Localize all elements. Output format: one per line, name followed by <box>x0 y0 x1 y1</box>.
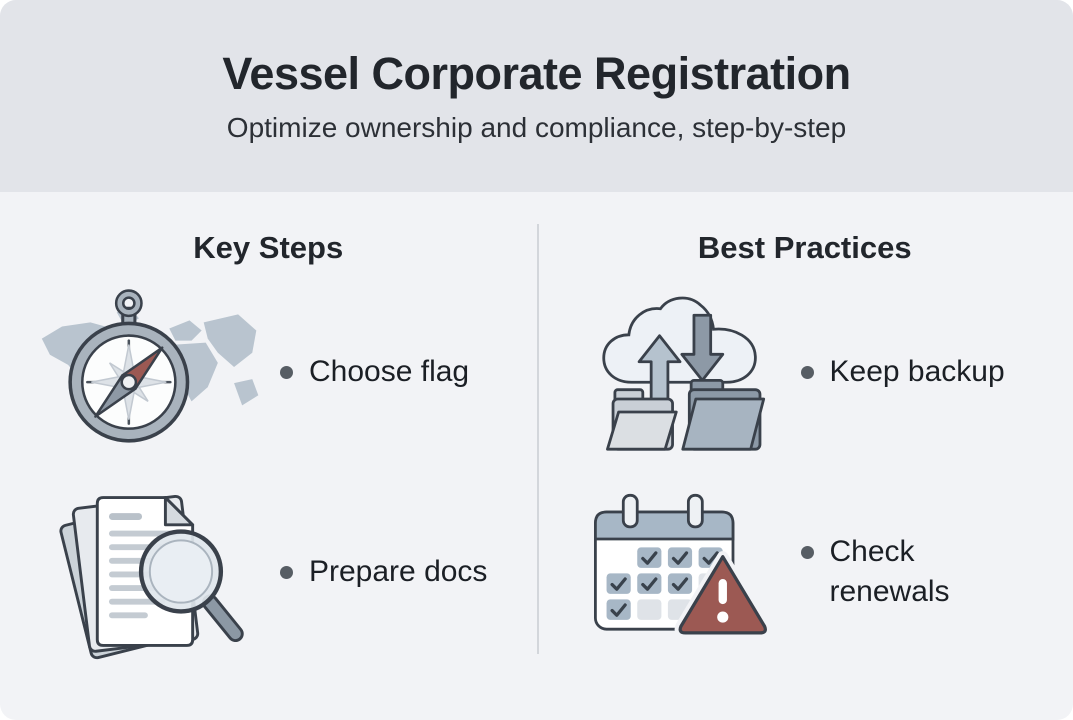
list-item-choose-flag: Choose flag <box>0 272 537 472</box>
list-item-prepare-docs: Prepare docs <box>0 472 537 672</box>
key-steps-column: Key Steps <box>0 192 537 720</box>
item-label: Choose flag <box>309 355 470 389</box>
compass-world-map-svg <box>41 289 259 443</box>
item-label: Keep backup <box>829 355 1005 389</box>
documents-magnifier-svg <box>59 495 244 660</box>
bullet-icon <box>280 566 293 580</box>
best-practices-heading: Best Practices <box>697 230 912 265</box>
cloud-backup-folders-icon <box>577 289 783 455</box>
item-label: Check renewals <box>829 534 950 609</box>
best-practices-column: Best Practices <box>537 192 1073 720</box>
bullet-icon <box>800 545 814 559</box>
bullet-icon <box>800 366 814 380</box>
calendar-warning-icon <box>577 486 783 658</box>
header-band: Vessel Corporate Registration Optimize o… <box>0 0 1073 192</box>
list-item-check-renewals: Check renewals <box>537 472 1073 672</box>
cloud-backup-folders-svg <box>601 297 765 451</box>
calendar-warning-svg <box>593 494 771 639</box>
key-steps-heading: Key Steps <box>193 230 344 265</box>
page-subtitle: Optimize ownership and compliance, step-… <box>226 111 847 143</box>
content-area: Key Steps <box>0 192 1073 720</box>
compass-world-map-icon <box>18 286 270 458</box>
column-divider <box>537 224 539 654</box>
page-title: Vessel Corporate Registration <box>222 47 851 99</box>
list-item-keep-backup: Keep backup <box>537 272 1073 472</box>
bullet-icon <box>280 366 293 380</box>
item-label: Prepare docs <box>309 555 488 589</box>
documents-magnifier-icon <box>18 482 270 662</box>
